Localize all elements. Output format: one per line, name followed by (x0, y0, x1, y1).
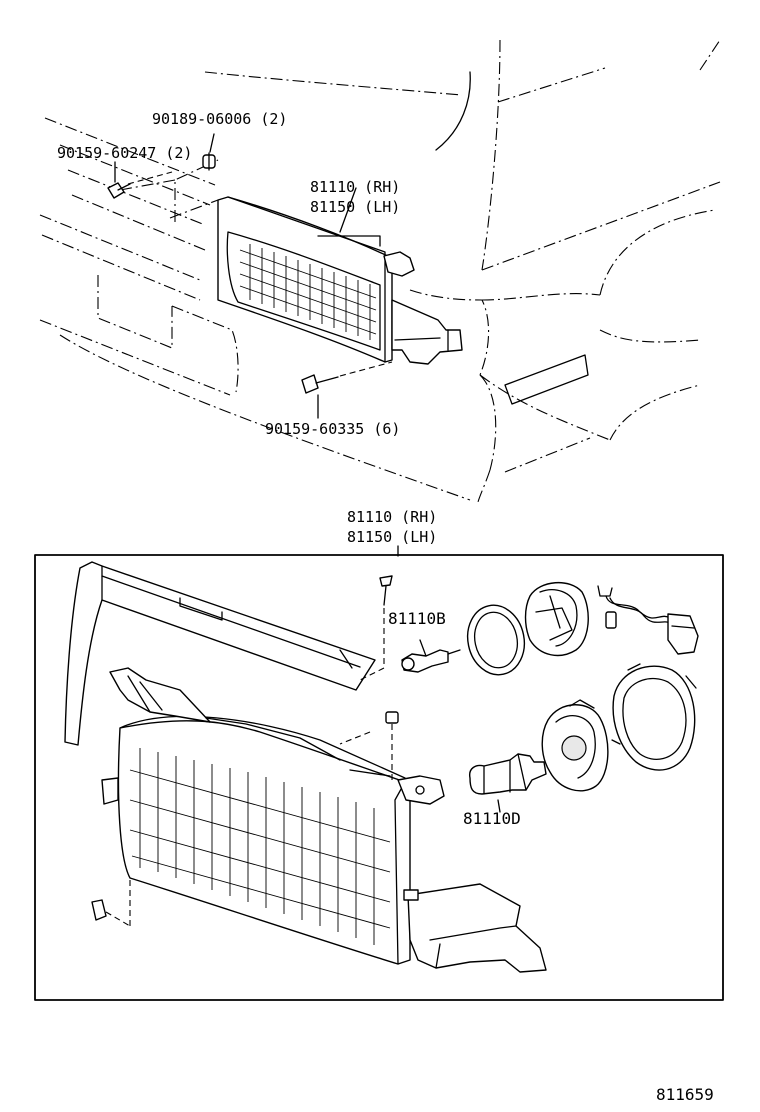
assembly-frame (34, 554, 724, 1001)
label-bulb-small: 81110B (388, 609, 446, 628)
label-assembly-lh: 81150 (LH) (347, 528, 437, 546)
label-assembly-rh: 81110 (RH) (347, 508, 437, 526)
screw-bezel (359, 575, 393, 681)
label-bulb-main: 81110D (463, 809, 521, 828)
lens-grid-main (129, 748, 391, 945)
reflector-socket (541, 699, 609, 792)
lens-grid-top (239, 244, 377, 340)
figure-number: 811659 (656, 1085, 714, 1104)
bulb-small-81110b (401, 639, 461, 673)
headlamp-bezel (64, 561, 376, 746)
socket-cover (524, 581, 589, 657)
label-nut-upper: 90189-06006 (2) (152, 110, 287, 128)
clip-bottom-left (91, 880, 131, 927)
bolt-90159-60335 (301, 361, 393, 419)
label-headlamp-lh-top: 81150 (LH) (310, 198, 400, 216)
retaining-ring (611, 663, 697, 771)
nut-90189 (202, 133, 216, 171)
bulb-main-81110d (469, 753, 547, 813)
label-headlamp-rh-top: 81110 (RH) (310, 178, 400, 196)
label-bolt-lower: 90159-60335 (6) (265, 420, 400, 438)
label-screw-upper: 90159-60247 (2) (57, 144, 192, 162)
gasket-ring (466, 604, 526, 676)
screw-90159-60247 (107, 161, 173, 199)
headlamp-housing (101, 667, 547, 973)
vehicle-body-outline (39, 39, 721, 503)
nut-housing (339, 711, 399, 782)
wire-harness (597, 585, 699, 655)
headlamp-installed (217, 187, 463, 365)
